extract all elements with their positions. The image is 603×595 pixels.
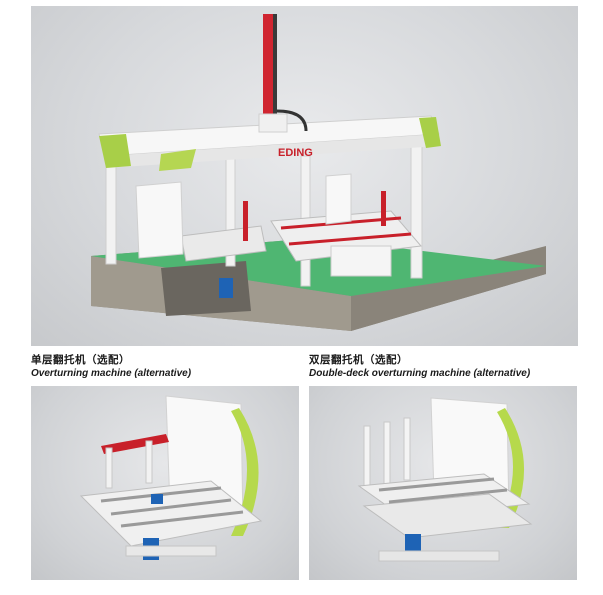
green-arc	[231, 408, 259, 536]
caption-en: Double-deck overturning machine (alterna…	[309, 368, 531, 379]
vertical-red-column	[263, 14, 273, 124]
caption-en: Overturning machine (alternative)	[31, 368, 192, 379]
green-corner-left	[99, 134, 131, 168]
blue-motor	[219, 278, 233, 298]
hero-machine-render: EDING	[31, 6, 578, 346]
caption-zh: 单层翻托机（选配）	[31, 354, 130, 366]
caption-zh: 双层翻托机（选配）	[309, 354, 408, 366]
double-deck-overturning-machine-render	[309, 386, 577, 580]
caption-double-deck: 双层翻托机（选配） Double-deck overturning machin…	[309, 354, 579, 380]
caption-single-layer: 单层翻托机（选配） Overturning machine (alternati…	[31, 354, 301, 380]
overturning-machine-render	[31, 386, 299, 580]
brand-logo: EDING	[278, 147, 313, 159]
